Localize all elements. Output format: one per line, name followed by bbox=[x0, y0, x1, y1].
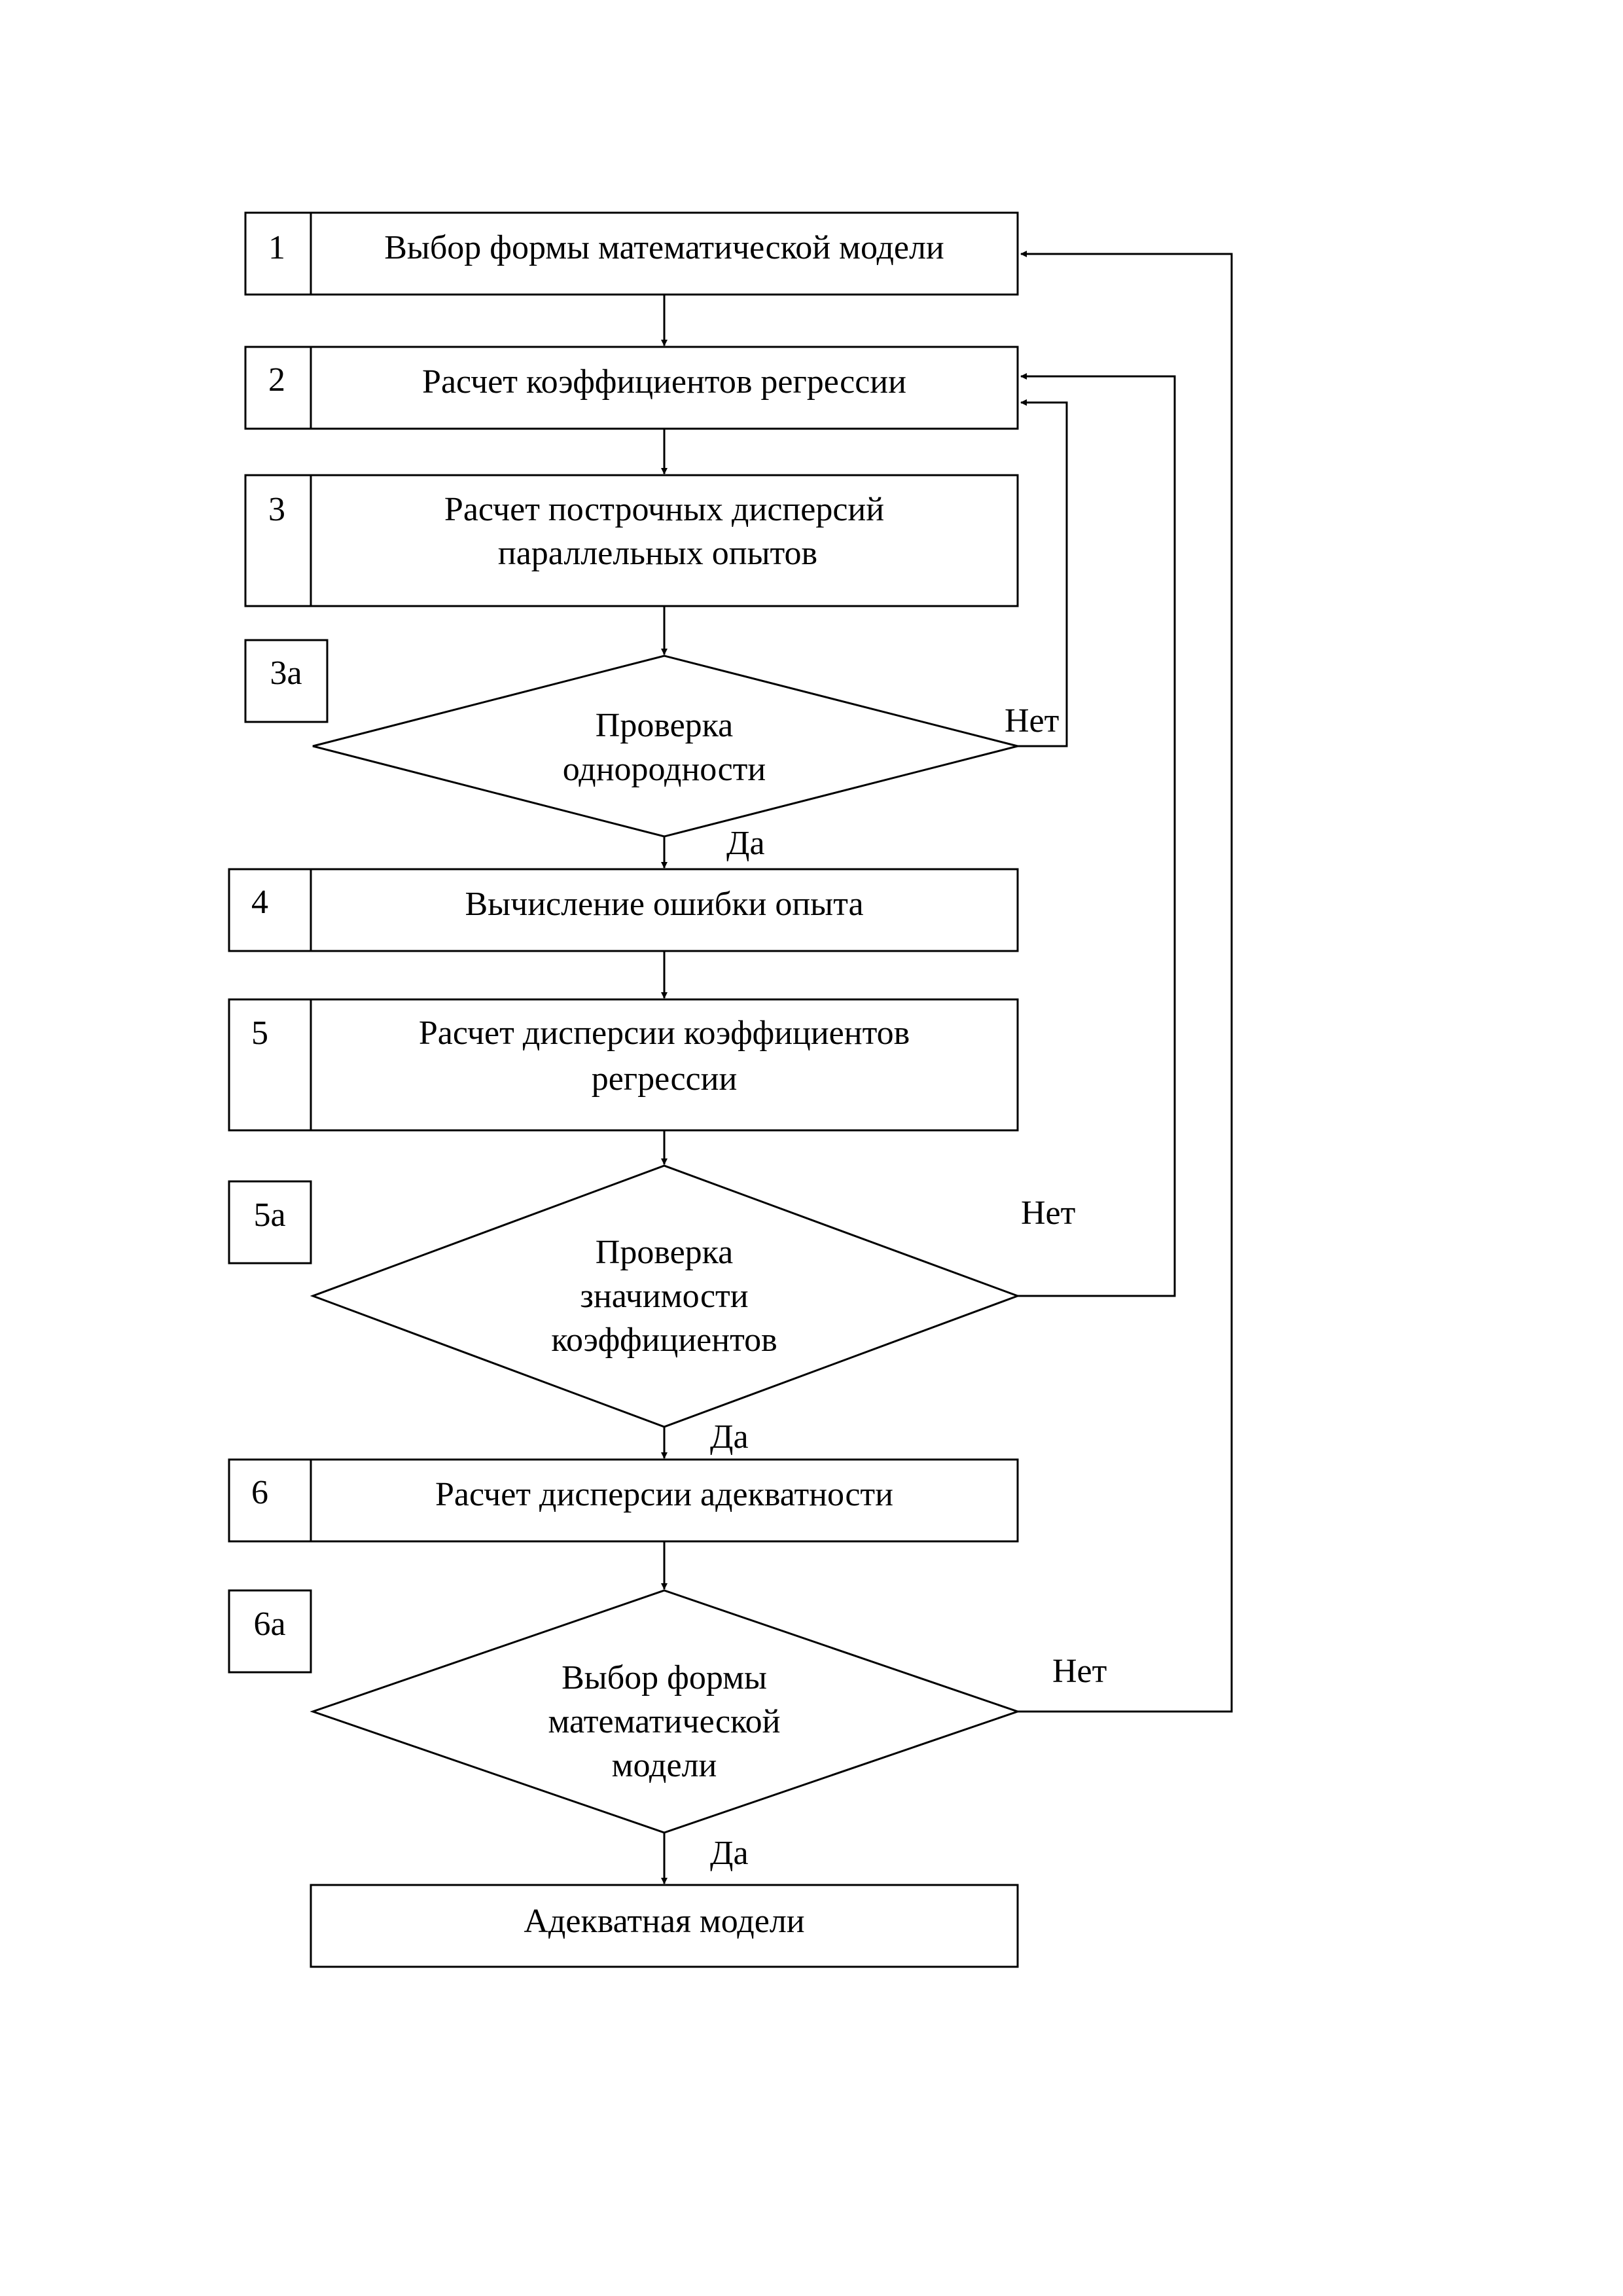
block-6: 6 Расчет дисперсии адекватности bbox=[228, 1458, 1019, 1543]
label-3a-yes: Да bbox=[726, 825, 765, 862]
block-3-number: 3 bbox=[268, 491, 285, 528]
loop-6a-no bbox=[1018, 251, 1233, 1713]
block-5-line1: Расчет дисперсии коэффициентов bbox=[419, 1014, 910, 1052]
label-5a-yes: Да bbox=[710, 1418, 749, 1456]
block-2: 2 Расчет коэффициентов регрессии bbox=[244, 346, 1019, 430]
block-end: Адекватная модели bbox=[310, 1884, 1019, 1968]
decision-5a-line1: Проверка bbox=[596, 1234, 733, 1271]
block-4-number: 4 bbox=[251, 884, 268, 921]
decision-5a: 5а Проверка значимости коэффициентов bbox=[228, 1164, 1021, 1428]
decision-5a-line3: коэффициентов bbox=[551, 1321, 777, 1359]
decision-5a-line2: значимости bbox=[580, 1278, 748, 1315]
label-3a-no: Нет bbox=[1005, 702, 1059, 740]
loop-3a-no bbox=[1018, 399, 1068, 747]
decision-6a-line1: Выбор формы bbox=[562, 1659, 767, 1696]
decision-6a-line3: модели bbox=[612, 1747, 717, 1784]
decision-6a-number: 6а bbox=[253, 1605, 285, 1643]
loop-5a-no bbox=[1018, 373, 1176, 1297]
block-1: 1 Выбор формы математической модели bbox=[244, 211, 1019, 296]
block-5: 5 Расчет дисперсии коэффициентов регресс… bbox=[228, 998, 1019, 1132]
decision-6a: 6а Выбор формы математической модели bbox=[228, 1589, 1021, 1834]
label-6a-yes: Да bbox=[710, 1835, 749, 1872]
block-3-line2: параллельных опытов bbox=[498, 535, 817, 572]
decision-3a-number: 3а bbox=[270, 655, 302, 692]
decision-3a-line1: Проверка bbox=[596, 707, 733, 744]
decision-5a-number: 5а bbox=[253, 1196, 285, 1234]
block-2-number: 2 bbox=[268, 361, 285, 399]
decision-6a-line2: математической bbox=[548, 1703, 781, 1740]
block-1-text: Выбор формы математической модели bbox=[384, 229, 944, 266]
decision-3a: 3а Проверка однородности bbox=[244, 639, 1018, 838]
block-3-line1: Расчет построчных дисперсий bbox=[444, 491, 884, 528]
decision-3a-line2: однородности bbox=[563, 751, 766, 788]
label-5a-no: Нет bbox=[1021, 1194, 1075, 1232]
block-end-text: Адекватная модели bbox=[524, 1903, 804, 1940]
block-3: 3 Расчет построчных дисперсий параллельн… bbox=[244, 474, 1019, 607]
block-5-number: 5 bbox=[251, 1014, 268, 1052]
label-6a-no: Нет bbox=[1052, 1653, 1107, 1690]
block-4-text: Вычисление ошибки опыта bbox=[465, 886, 863, 923]
block-1-number: 1 bbox=[268, 229, 285, 266]
block-6-text: Расчет дисперсии адекватности bbox=[435, 1476, 893, 1513]
block-2-text: Расчет коэффициентов регрессии bbox=[422, 363, 906, 401]
block-4: 4 Вычисление ошибки опыта bbox=[228, 868, 1019, 952]
block-6-number: 6 bbox=[251, 1474, 268, 1511]
block-5-line2: регрессии bbox=[592, 1060, 738, 1098]
